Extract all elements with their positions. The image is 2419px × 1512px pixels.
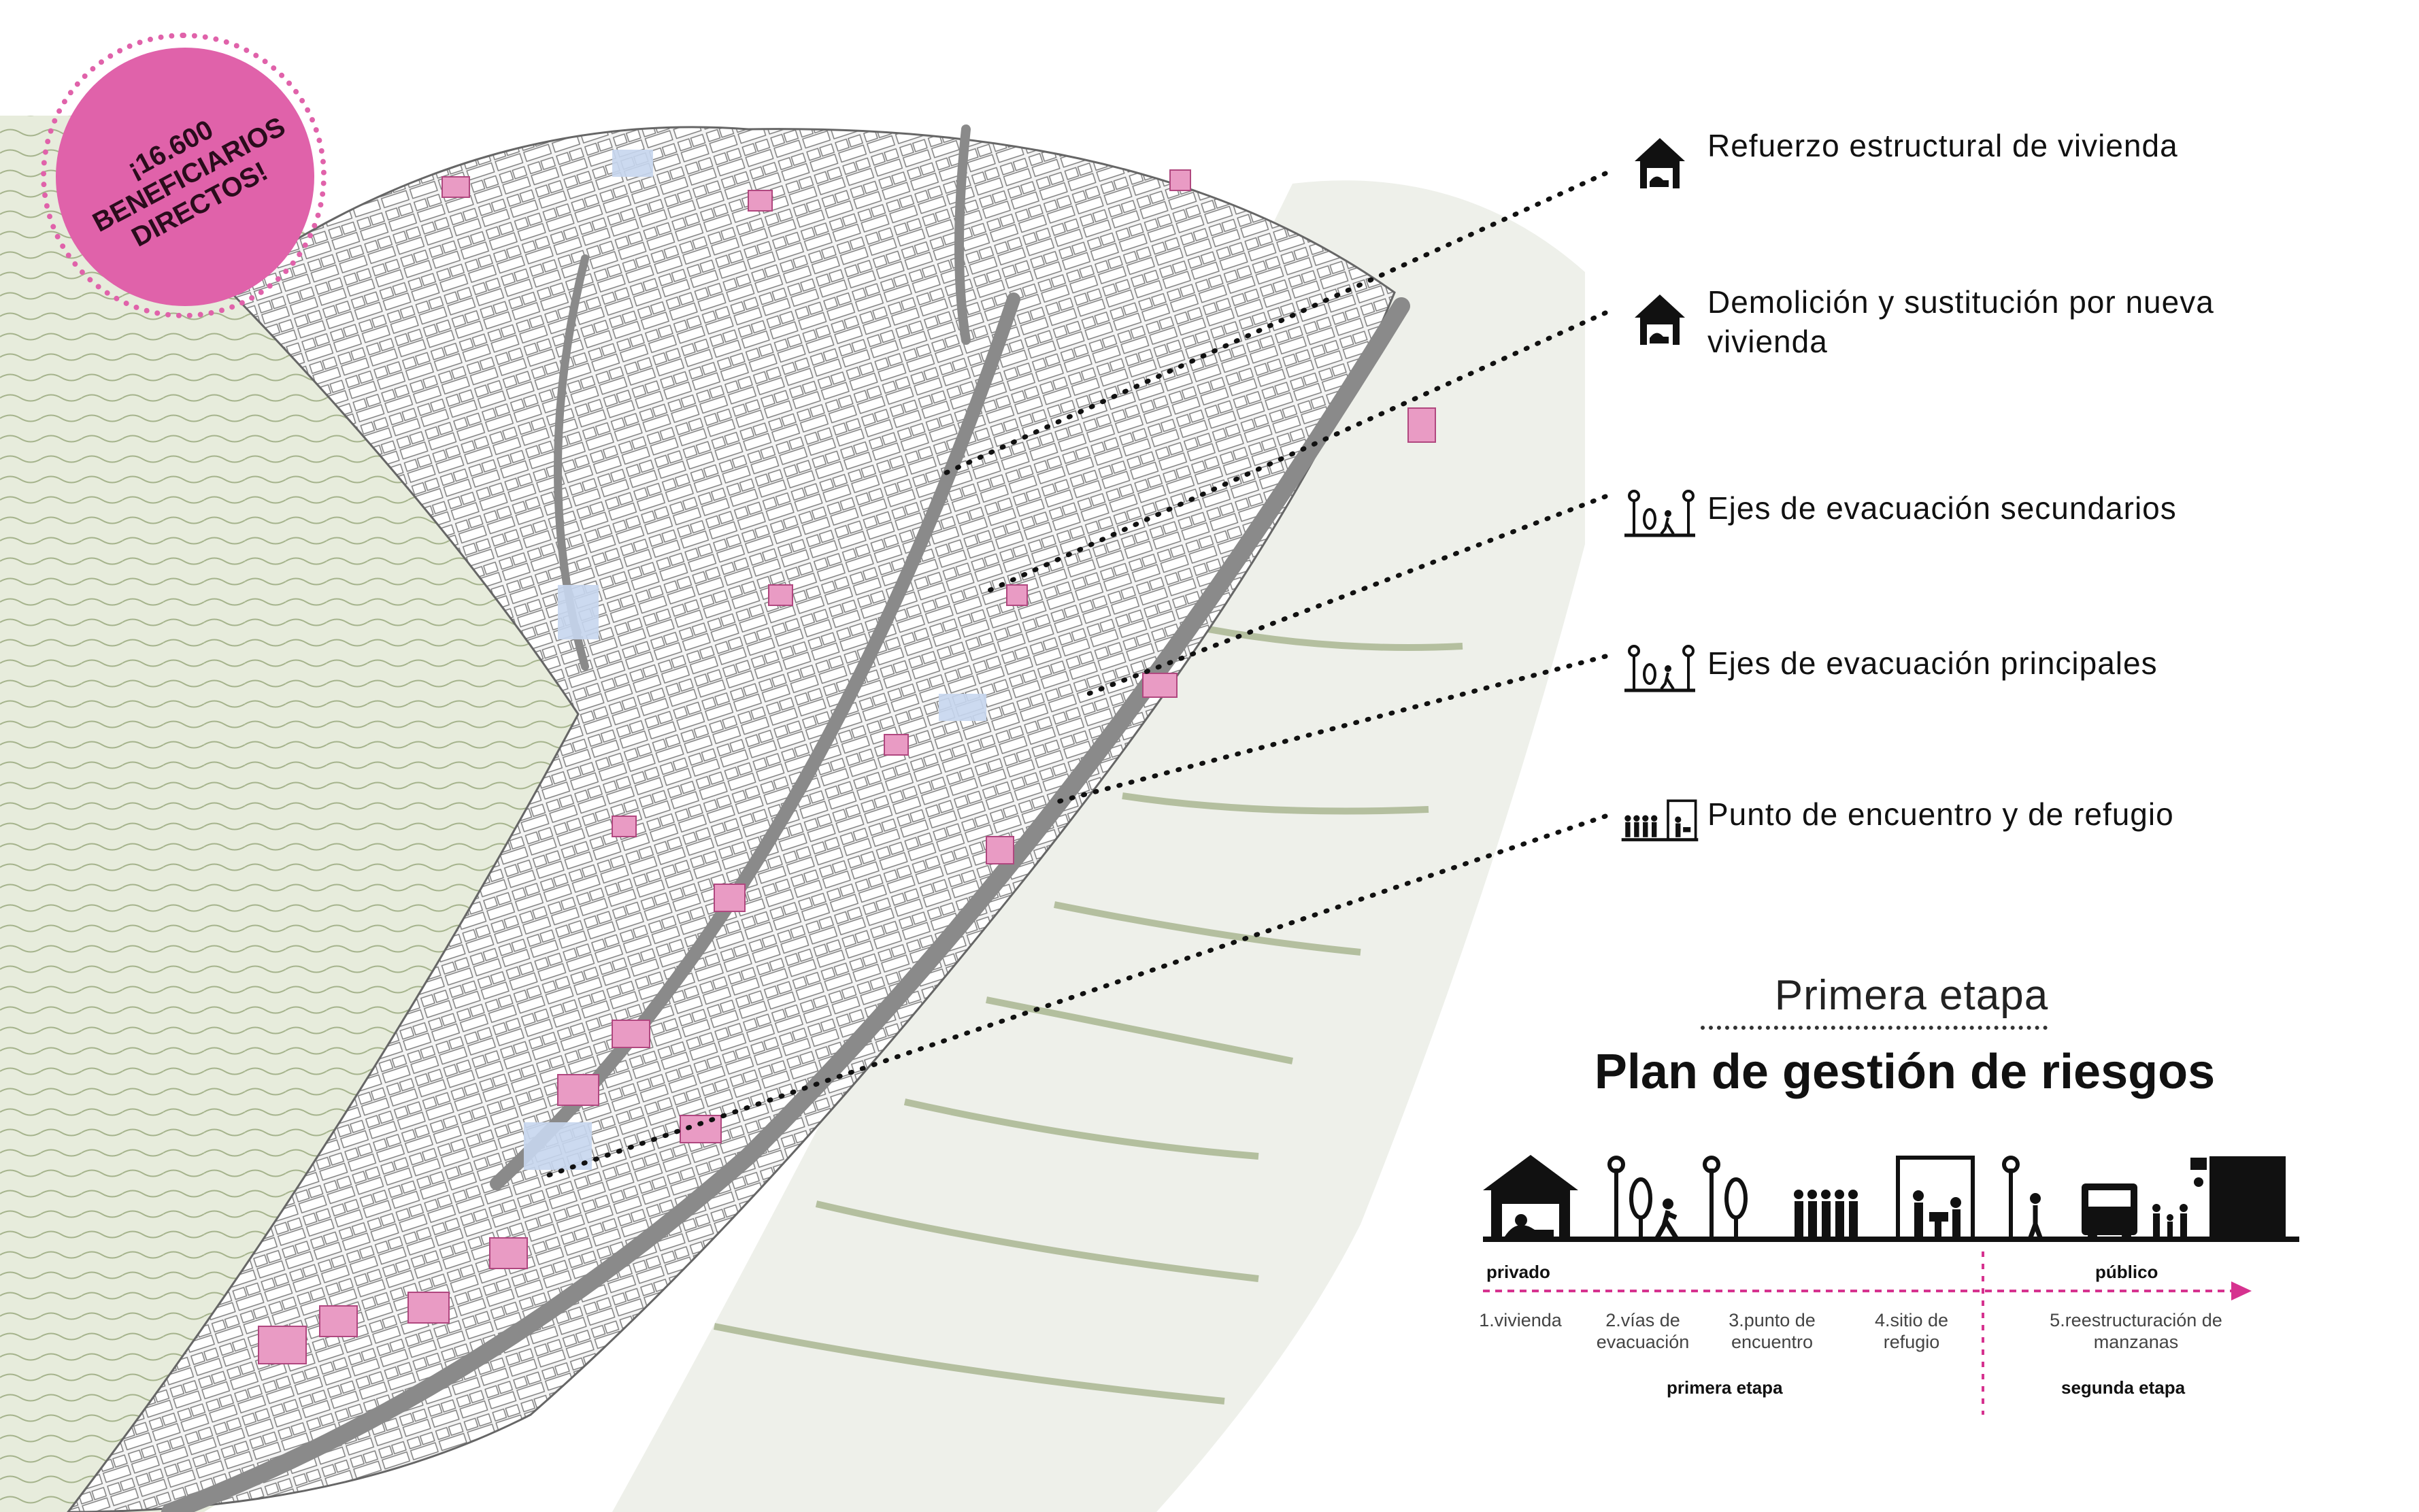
family-icon [2152, 1204, 2188, 1239]
legend-item-demolicion: Demolición y sustitución por nueva vivie… [1619, 282, 2252, 361]
beneficiaries-badge: ¡16.600 BENEFICIARIOS DIRECTOS! [56, 48, 314, 306]
evacuation-secondary-icon [1619, 476, 1701, 551]
building-icon [2190, 1156, 2286, 1239]
terrain-right [612, 180, 1585, 1512]
legend-item-punto-encuentro: Punto de encuentro y de refugio [1619, 782, 2252, 857]
house-rebuild-icon [1619, 282, 1701, 357]
people-group-icon [1794, 1190, 1858, 1239]
step-4: 4.sitio de refugio [1874, 1310, 1949, 1352]
bus-icon [2082, 1183, 2137, 1241]
title-divider [1701, 1026, 2048, 1030]
tree-icon [1629, 1177, 1652, 1239]
timeline-axis [1483, 1251, 2252, 1415]
runner-icon [1654, 1198, 1678, 1239]
shelter-icon [1896, 1156, 1975, 1241]
legend-label: Ejes de evacuación secundarios [1707, 490, 2177, 526]
timeline-icon-strip [1483, 1155, 2299, 1242]
house-repair-icon [1619, 126, 1701, 201]
legend-item-ejes-principales: Ejes de evacuación principales [1619, 631, 2252, 706]
legend-label: Demolición y sustitución por nueva vivie… [1707, 284, 2214, 359]
main-title: Plan de gestión de riesgos [1594, 1045, 2216, 1099]
house-icon [1483, 1155, 1578, 1239]
step-5: 5.reestructuración de manzanas [2050, 1310, 2222, 1352]
step-3: 3.punto de encuentro [1729, 1310, 1816, 1352]
badge-text: ¡16.600 BENEFICIARIOS DIRECTOS! [88, 111, 290, 253]
phase-1-label: primera etapa [1667, 1377, 1783, 1398]
step-1: 1.vivienda [1479, 1310, 1562, 1330]
evacuation-main-icon [1619, 631, 1701, 706]
badge-ring [41, 33, 327, 318]
legend-label: Refuerzo estructural de vivienda [1707, 128, 2178, 163]
privado-label: privado [1486, 1262, 1550, 1282]
step-2: 2.vías de evacuación [1596, 1310, 1690, 1352]
phase-2-label: segunda etapa [2061, 1377, 2186, 1398]
legend-label: Ejes de evacuación principales [1707, 645, 2158, 681]
meeting-shelter-icon [1619, 782, 1701, 857]
legend-item-ejes-secundarios: Ejes de evacuación secundarios [1619, 476, 2252, 551]
stage-title: Primera etapa [1774, 972, 2049, 1019]
lamp-post-icon [1607, 1156, 1625, 1239]
legend-item-refuerzo: Refuerzo estructural de vivienda [1619, 126, 2252, 201]
main-road [161, 297, 1410, 1512]
pedestrian-icon [2027, 1193, 2043, 1241]
lamp-post-icon [1703, 1156, 1720, 1239]
publico-label: público [2095, 1262, 2158, 1282]
secondary-road [954, 124, 971, 345]
lamp-post-icon [2002, 1156, 2020, 1239]
city-area [67, 126, 1396, 1512]
tree-icon [1724, 1177, 1748, 1239]
legend-label: Punto de encuentro y de refugio [1707, 796, 2174, 832]
